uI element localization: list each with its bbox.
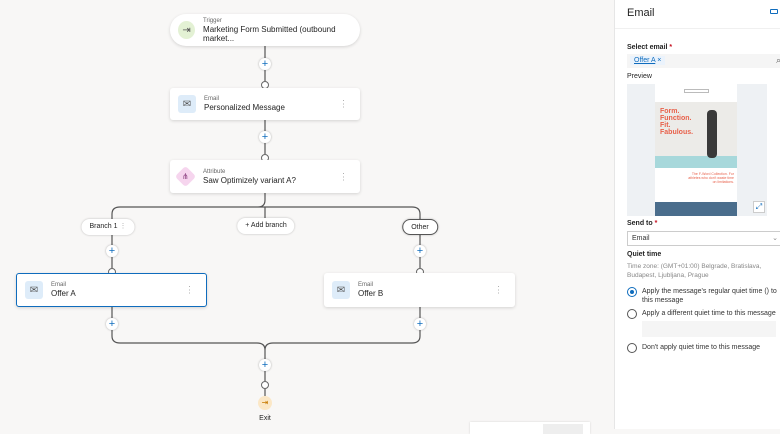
add-step-button[interactable]: +: [259, 58, 271, 70]
add-step-button[interactable]: +: [259, 359, 271, 371]
radio-icon: [627, 343, 637, 353]
radio-checked-icon: [627, 287, 637, 297]
reset-button[interactable]: [543, 424, 583, 434]
email-properties-panel: Email Select email * Offer A × ⌕ Preview…: [614, 0, 780, 429]
send-to-label: Send to *: [627, 220, 658, 227]
add-step-button[interactable]: +: [106, 245, 118, 257]
connectors: [111, 46, 421, 396]
panel-title: Email: [627, 7, 655, 19]
select-email-input[interactable]: Offer A × ⌕: [627, 54, 780, 68]
mail-icon: ✉: [178, 95, 196, 113]
attribute-icon: ⋔: [174, 165, 197, 188]
zoom-toolbar[interactable]: [470, 422, 590, 434]
exit-label: Exit: [259, 415, 271, 422]
more-icon[interactable]: ⋮: [339, 171, 348, 181]
add-step-button[interactable]: +: [106, 318, 118, 330]
timezone-text: Time zone: (GMT+01:00) Belgrade, Bratisl…: [627, 263, 762, 279]
chevron-down-icon: ⌄: [772, 235, 778, 242]
divider: [615, 28, 780, 29]
radio-different-quiet-time[interactable]: Apply a different quiet time to this mes…: [627, 309, 780, 319]
exit-icon: ⇥: [258, 396, 272, 410]
select-email-label: Select email *: [627, 44, 673, 51]
selected-email-tag[interactable]: Offer A ×: [630, 56, 666, 65]
other-branch-label[interactable]: Other: [402, 219, 438, 235]
connector-dot: [261, 381, 269, 389]
add-step-button[interactable]: +: [259, 131, 271, 143]
email-preview: Form. Function. Fit. Fabulous. The F-Wor…: [627, 84, 767, 216]
more-icon[interactable]: ⋮: [494, 284, 503, 295]
more-icon[interactable]: ⋮: [339, 98, 348, 109]
preview-label: Preview: [627, 73, 652, 80]
add-step-button[interactable]: +: [414, 318, 426, 330]
search-icon[interactable]: ⌕: [775, 55, 780, 65]
radio-icon: [627, 309, 637, 319]
remove-icon[interactable]: ×: [657, 57, 662, 64]
add-step-button[interactable]: +: [414, 245, 426, 257]
more-icon[interactable]: ⋮: [185, 284, 194, 295]
trigger-icon: ⇥: [178, 21, 196, 39]
expand-icon[interactable]: ⤢: [753, 201, 765, 213]
quiet-time-input[interactable]: [642, 321, 776, 337]
branch-1-label[interactable]: Branch 1 ⋮: [81, 219, 135, 235]
mail-icon: ✉: [332, 281, 350, 299]
collapse-panel-icon[interactable]: [770, 9, 778, 14]
send-to-dropdown[interactable]: Email⌄: [627, 231, 780, 246]
add-branch-button[interactable]: + Add branch: [237, 218, 295, 234]
radio-no-quiet-time[interactable]: Don't apply quiet time to this message: [627, 343, 760, 353]
quiet-time-label: Quiet time: [627, 251, 662, 258]
radio-regular-quiet-time[interactable]: Apply the message's regular quiet time (…: [627, 287, 779, 305]
mail-icon: ✉: [25, 281, 43, 299]
